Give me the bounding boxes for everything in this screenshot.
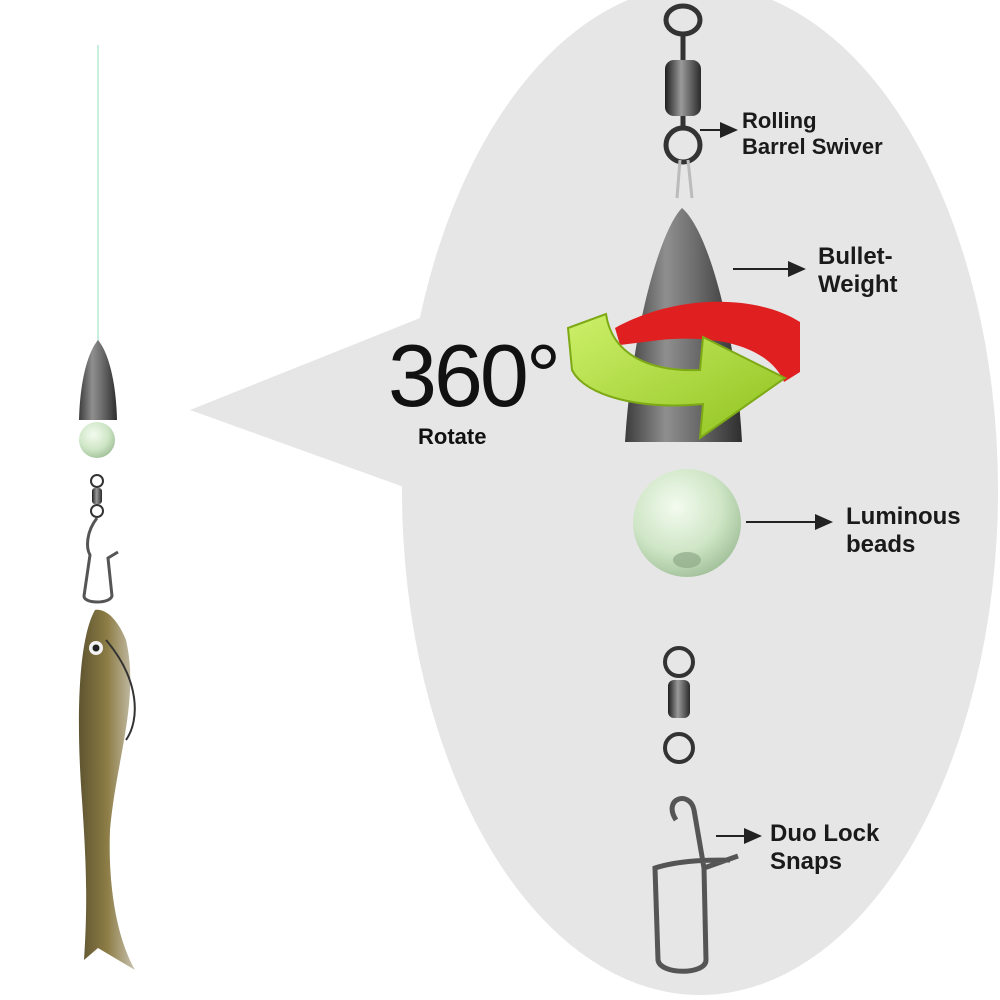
label-arrows <box>700 122 833 844</box>
small-snap-icon <box>82 517 119 604</box>
snaps-label: Duo Lock Snaps <box>770 820 879 877</box>
weight-label: Bullet- Weight <box>818 243 898 300</box>
rotation-caption: Rotate <box>418 424 487 449</box>
swivel-label-line2: Barrel Swiver <box>742 133 883 159</box>
small-luminous-bead-icon <box>79 422 115 458</box>
small-bullet-weight-icon <box>79 340 117 420</box>
rotation-degrees: 360° <box>388 326 561 425</box>
swivel-label-line1: Rolling <box>742 108 817 133</box>
snaps-label-line1: Duo Lock <box>770 820 880 847</box>
soft-lure-icon <box>78 609 136 970</box>
snaps-label-line2: Snaps <box>770 848 843 876</box>
small-swivel-icon <box>90 474 104 518</box>
luminous-bead-icon <box>633 469 741 577</box>
duo-lock-snap-icon <box>652 796 739 974</box>
rolling-barrel-swivel-icon <box>663 3 703 199</box>
barrel-swivel-icon <box>663 646 695 764</box>
swivel-label: Rolling Barrel Swiver <box>742 108 883 160</box>
beads-label-line2: beads <box>846 531 916 559</box>
beads-label-line1: Luminous <box>846 503 961 530</box>
weight-label-line1: Bullet- <box>818 243 893 270</box>
beads-label: Luminous beads <box>846 503 961 560</box>
weight-label-line2: Weight <box>818 271 898 299</box>
rotation-arrow-icon <box>566 301 800 441</box>
